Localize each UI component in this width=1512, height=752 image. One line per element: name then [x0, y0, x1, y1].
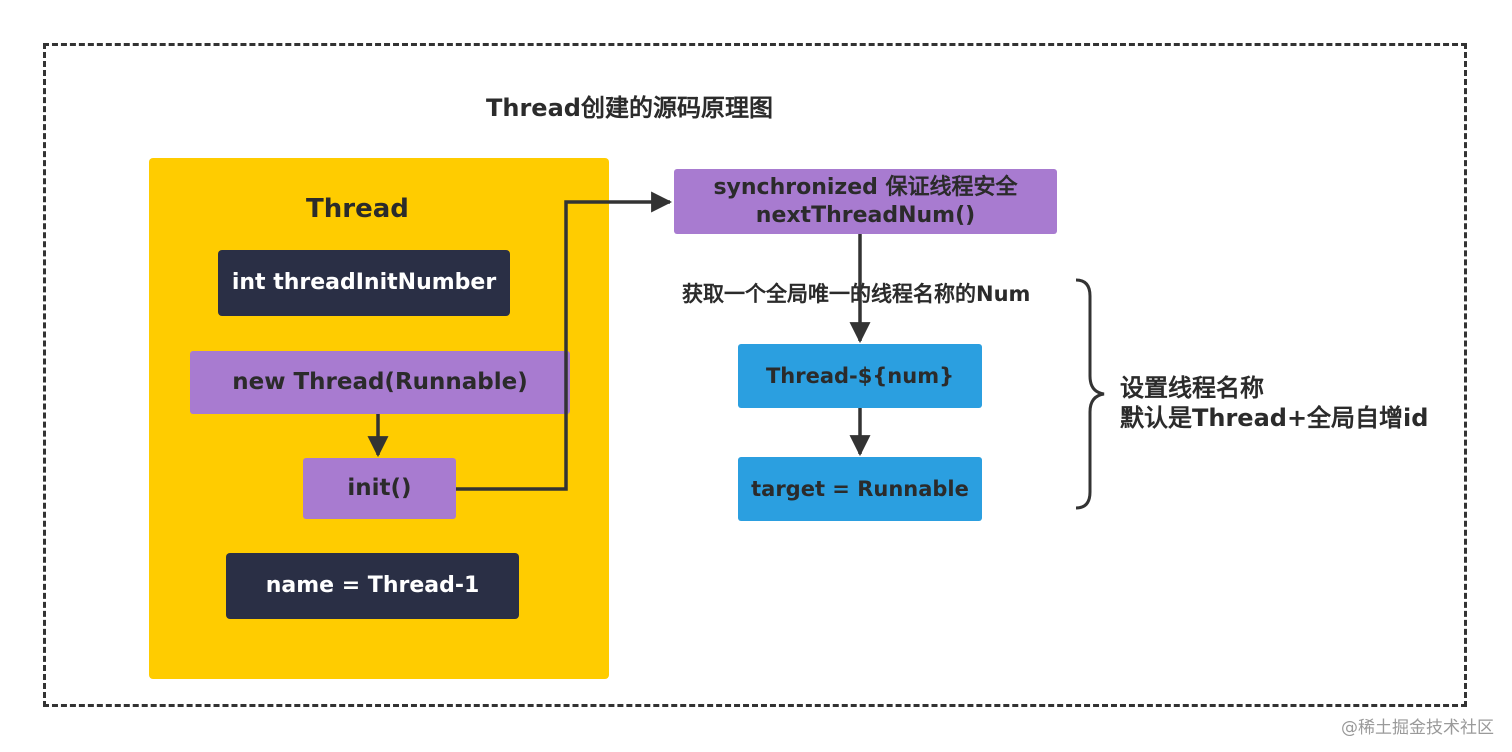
- thread-panel-title: Thread: [306, 194, 409, 224]
- brace-note-line2: 默认是Thread+全局自增id: [1120, 404, 1429, 432]
- watermark: @稀土掘金技术社区: [1341, 718, 1494, 738]
- thread-num-name-box: Thread-${num}: [738, 344, 982, 408]
- init-box: init(): [303, 458, 456, 519]
- diagram-frame: [43, 43, 1467, 707]
- next-thread-num-line1: synchronized 保证线程安全: [713, 175, 1018, 200]
- new-thread-box: new Thread(Runnable): [190, 351, 570, 414]
- init-label: init(): [347, 475, 412, 502]
- thread-name-box: name = Thread-1: [226, 553, 519, 619]
- brace-note-line1: 设置线程名称: [1120, 374, 1264, 402]
- next-thread-num-line2: nextThreadNum(): [755, 202, 976, 228]
- thread-name-label: name = Thread-1: [265, 573, 480, 599]
- new-thread-label: new Thread(Runnable): [232, 369, 528, 396]
- thread-init-number-box: int threadInitNumber: [218, 250, 510, 316]
- target-runnable-box: target = Runnable: [738, 457, 982, 521]
- thread-num-name-label: Thread-${num}: [765, 363, 955, 388]
- diagram-title: Thread创建的源码原理图: [486, 94, 773, 122]
- next-thread-num-box: synchronized 保证线程安全 nextThreadNum(): [674, 169, 1057, 234]
- target-runnable-label: target = Runnable: [751, 476, 969, 501]
- thread-init-number-label: int threadInitNumber: [231, 270, 497, 296]
- unique-num-label: 获取一个全局唯一的线程名称的Num: [680, 278, 1033, 308]
